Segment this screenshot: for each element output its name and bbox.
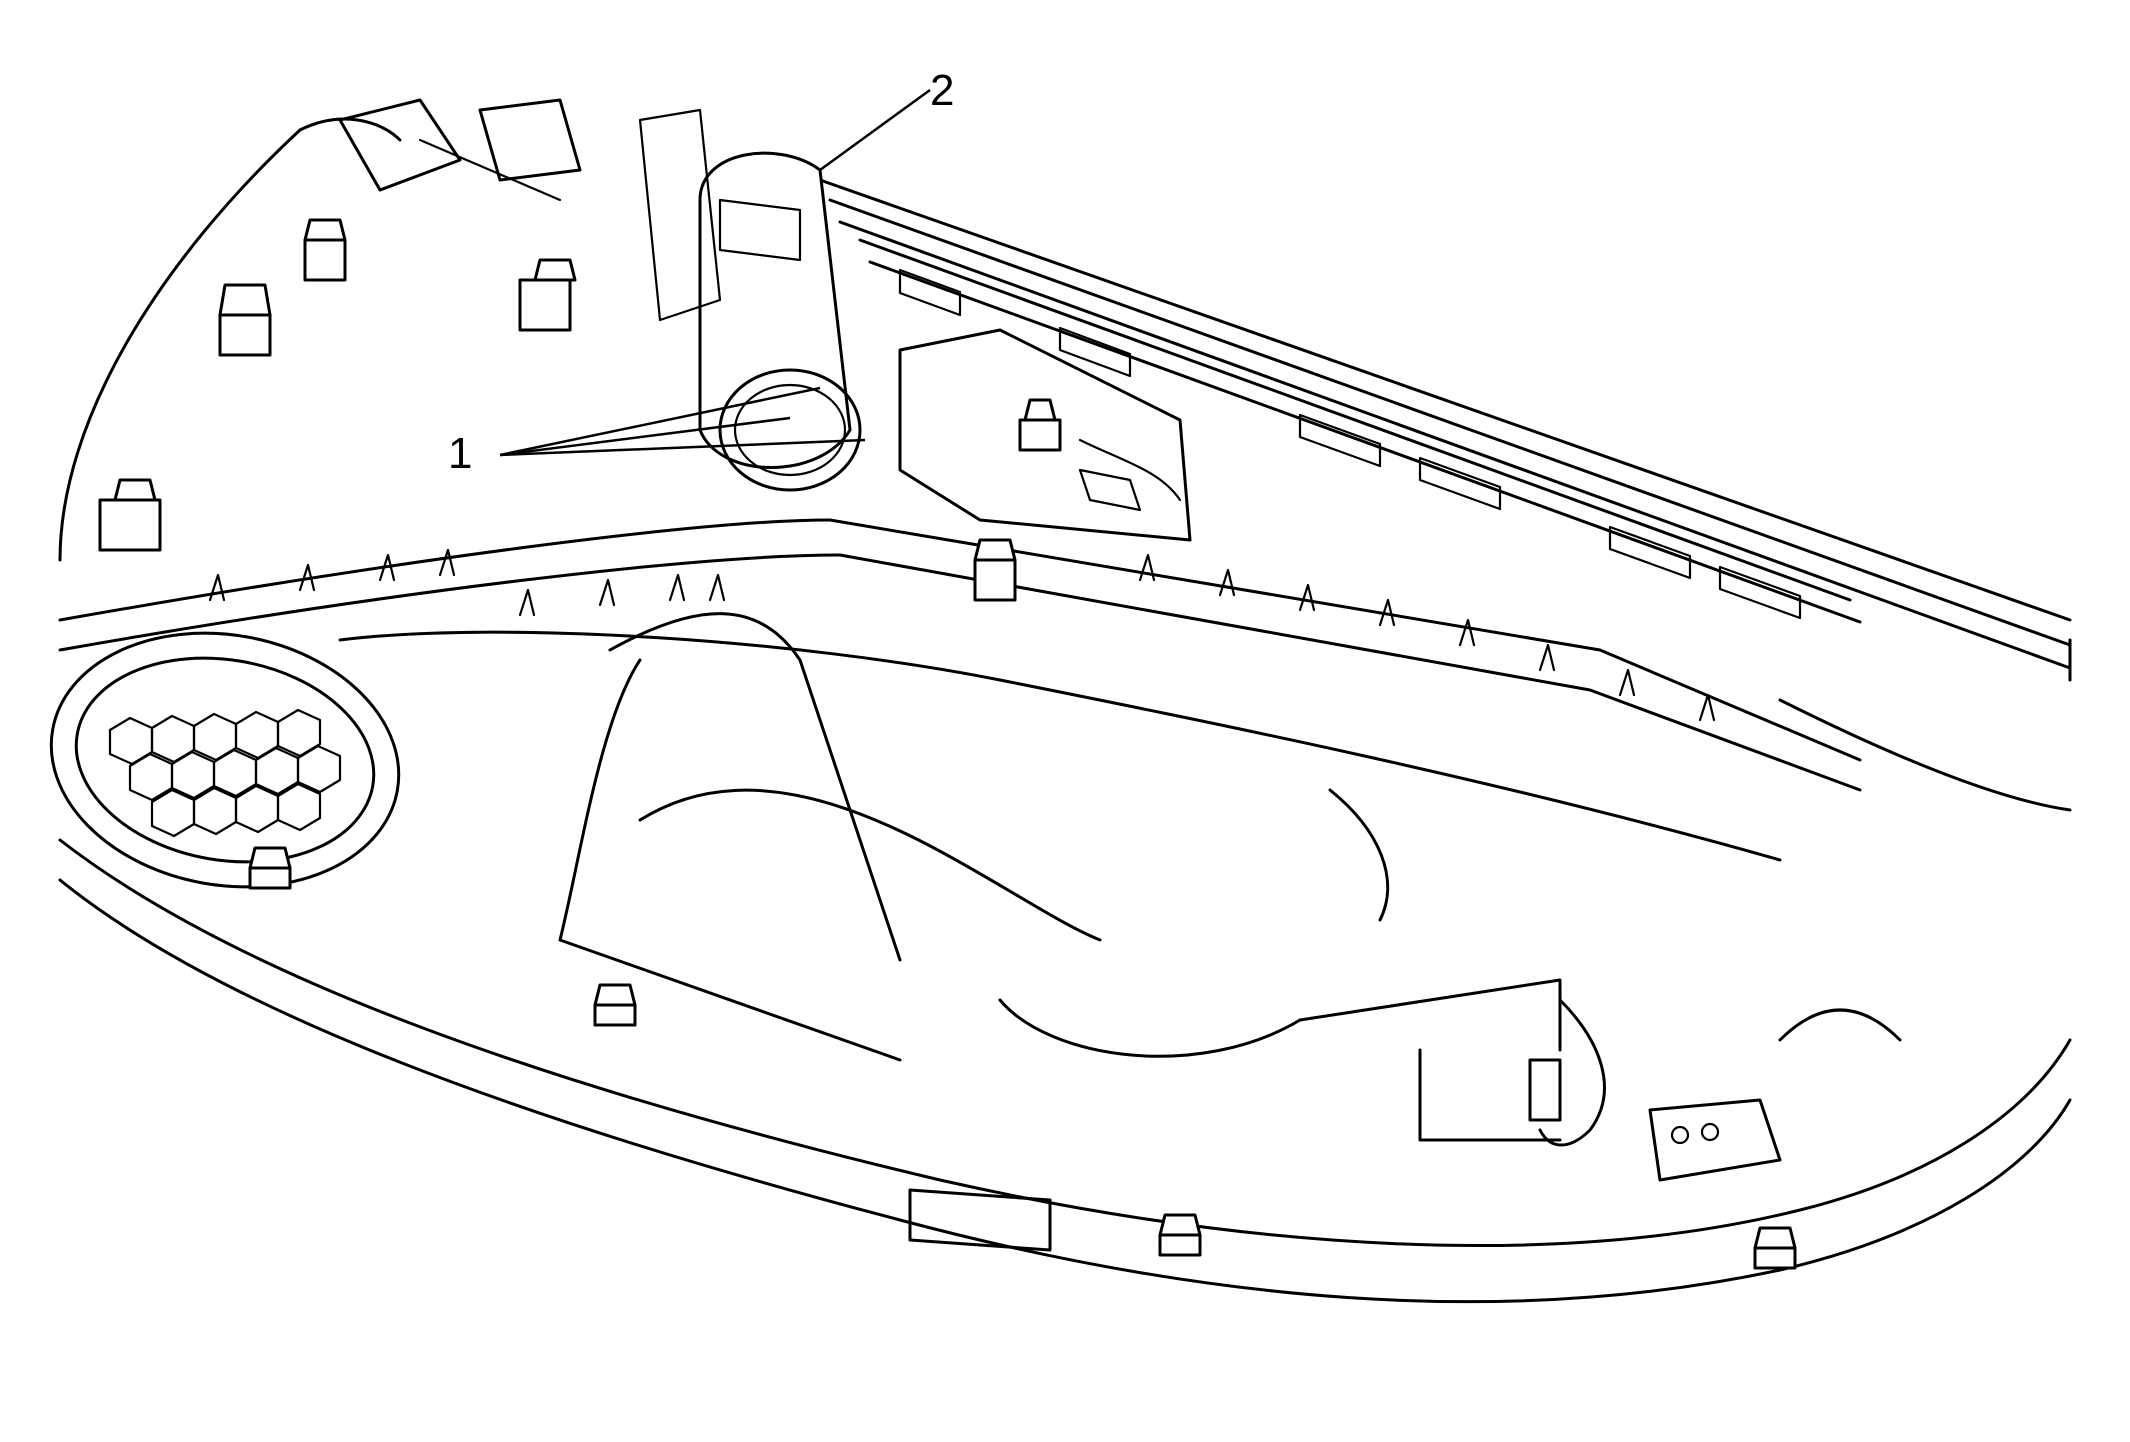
mounting-strip [58,518,1862,792]
fastener-3 [218,283,272,357]
fastener-2 [518,258,577,332]
callout-1: 1 [448,386,866,478]
upper-trim-rail [858,238,1862,624]
callout-1-leader-b [499,416,791,457]
fastener-8 [1753,1226,1797,1270]
fastener-1 [303,218,347,282]
door-panel-outline [58,117,2072,1304]
fastener-7 [1158,1213,1202,1257]
fastener-6 [593,983,637,1027]
retaining-clips [208,548,1716,722]
upper-left-bracket [338,98,582,202]
armrest-pocket [558,612,1562,1252]
fastener-5 [248,846,292,890]
fastener-10 [1018,398,1062,452]
callout-1-leader-a [499,386,821,457]
wiring-connector [1528,998,1782,1182]
callout-1-label: 1 [448,429,472,478]
push-pin-fasteners [98,218,1797,1270]
callout-2-leader [819,88,931,172]
callout-2-label: 2 [930,66,954,115]
map-pocket [338,630,1902,1042]
fastener-4 [98,478,162,552]
callout-2: 2 [819,66,954,172]
speaker-grille [49,631,401,889]
fastener-9 [973,538,1017,602]
callout-1-leader-c [499,438,866,457]
